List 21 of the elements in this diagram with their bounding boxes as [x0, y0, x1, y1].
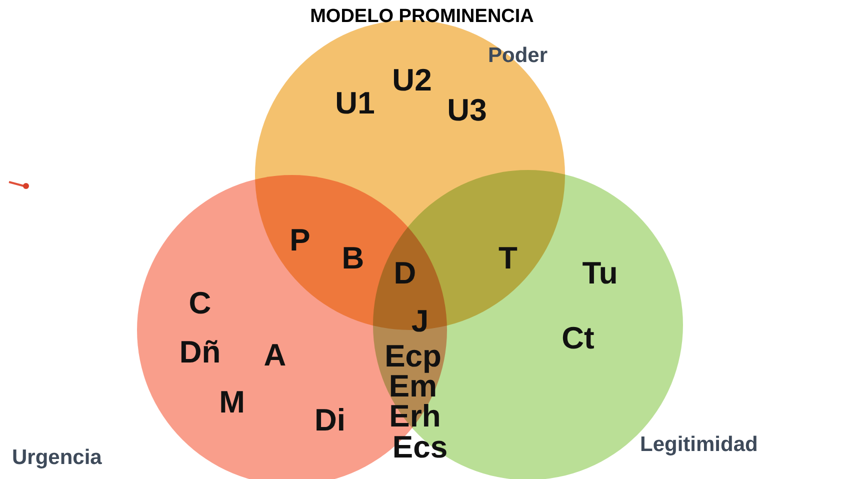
- stakeholder-code: U1: [335, 88, 375, 118]
- stakeholder-code: Tu: [582, 258, 618, 288]
- stakeholder-code: Ecs: [392, 432, 448, 462]
- stakeholder-code: A: [264, 340, 286, 370]
- stakeholder-code: U2: [392, 64, 432, 96]
- stakeholder-code: Ct: [562, 322, 594, 354]
- stakeholder-code: D: [394, 258, 416, 288]
- set-label: Urgencia: [12, 447, 102, 468]
- stakeholder-code: T: [498, 242, 518, 274]
- stakeholder-code: Ecp: [384, 340, 442, 372]
- stakeholder-code: Dñ: [179, 336, 221, 368]
- set-label: Legitimidad: [640, 434, 758, 455]
- stakeholder-code: J: [411, 306, 429, 336]
- stakeholder-code: Erh: [389, 400, 441, 432]
- stakeholder-code: P: [290, 224, 310, 256]
- diagram-title: MODELO PROMINENCIA: [309, 6, 535, 28]
- stakeholder-code: B: [342, 242, 364, 274]
- stakeholder-code: C: [188, 288, 212, 318]
- stakeholder-code: Di: [314, 404, 346, 436]
- stakeholder-code: M: [219, 386, 245, 418]
- stakeholder-code: U3: [447, 94, 487, 126]
